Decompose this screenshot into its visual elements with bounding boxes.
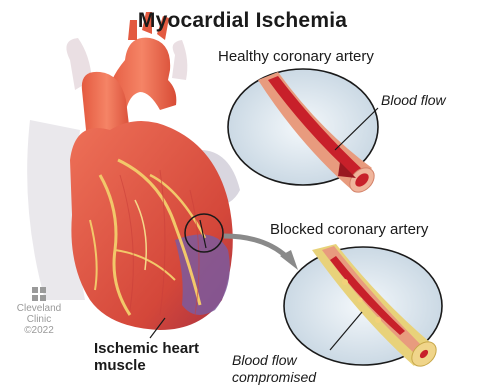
ischemic-muscle-label: Ischemic heart muscle	[94, 340, 199, 374]
connector-arrow	[224, 236, 298, 270]
blood-flow-label: Blood flow	[381, 92, 446, 108]
healthy-artery-label: Healthy coronary artery	[218, 48, 374, 65]
logo-line3: ©2022	[11, 325, 67, 336]
diagram-title: Myocardial Ischemia	[0, 9, 485, 33]
healthy-artery-lens	[228, 69, 379, 197]
cleveland-clinic-logo-text: Cleveland Clinic ©2022	[11, 303, 67, 336]
logo-line1: Cleveland	[11, 303, 67, 314]
blood-flow-compromised-line1: Blood flow	[232, 352, 316, 369]
blood-flow-compromised-label: Blood flow compromised	[232, 352, 316, 386]
blocked-artery-label: Blocked coronary artery	[270, 221, 428, 238]
logo-line2: Clinic	[11, 314, 67, 325]
ischemic-line2: muscle	[94, 357, 199, 374]
ischemic-line1: Ischemic heart	[94, 340, 199, 357]
blood-flow-compromised-line2: compromised	[232, 369, 316, 386]
